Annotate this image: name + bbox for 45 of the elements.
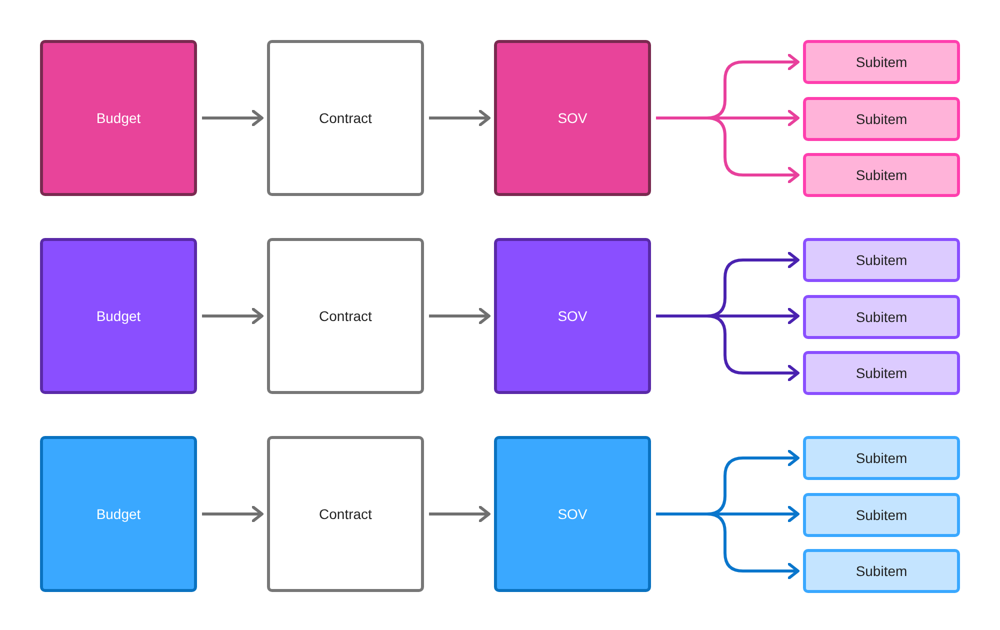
subitem-box xyxy=(803,40,960,84)
node-label: Subitem xyxy=(856,167,908,183)
sov-box xyxy=(494,436,651,592)
sov-box xyxy=(494,238,651,394)
subitem-box xyxy=(803,96,960,140)
node-label: Subitem xyxy=(856,506,908,522)
budget-box xyxy=(40,436,197,592)
subitem-box xyxy=(803,351,960,395)
contract-box xyxy=(267,238,424,394)
node-label: SOV xyxy=(558,506,588,522)
arrow xyxy=(429,110,490,126)
node-label: Contract xyxy=(319,110,372,126)
node-label: SOV xyxy=(558,110,588,126)
arrow xyxy=(202,506,264,522)
arrow xyxy=(656,314,800,382)
node-label: Budget xyxy=(96,308,141,324)
arrow xyxy=(656,512,800,580)
subitem-box xyxy=(803,549,960,593)
node-label: Contract xyxy=(319,506,372,522)
subitem-box xyxy=(803,153,960,197)
sov-box xyxy=(494,40,651,196)
subitem-box xyxy=(803,294,960,338)
node-label: Budget xyxy=(96,506,141,522)
node-label: SOV xyxy=(558,308,588,324)
subitem-box xyxy=(803,492,960,536)
arrow xyxy=(202,110,264,126)
node-label: Subitem xyxy=(856,54,908,70)
node-label: Subitem xyxy=(856,365,908,381)
node-label: Subitem xyxy=(856,563,908,579)
subitem-box xyxy=(803,436,960,480)
node-label: Subitem xyxy=(856,252,908,268)
arrow xyxy=(429,506,490,522)
budget-box xyxy=(40,40,197,196)
arrow xyxy=(202,308,264,324)
contract-box xyxy=(267,436,424,592)
node-label: Subitem xyxy=(856,308,908,324)
node-label: Budget xyxy=(96,110,141,126)
budget-box xyxy=(40,238,197,394)
arrow xyxy=(429,308,490,324)
node-label: Subitem xyxy=(856,450,908,466)
arrow xyxy=(656,116,800,184)
node-label: Subitem xyxy=(856,110,908,126)
subitem-box xyxy=(803,238,960,282)
contract-box xyxy=(267,40,424,196)
node-label: Contract xyxy=(319,308,372,324)
